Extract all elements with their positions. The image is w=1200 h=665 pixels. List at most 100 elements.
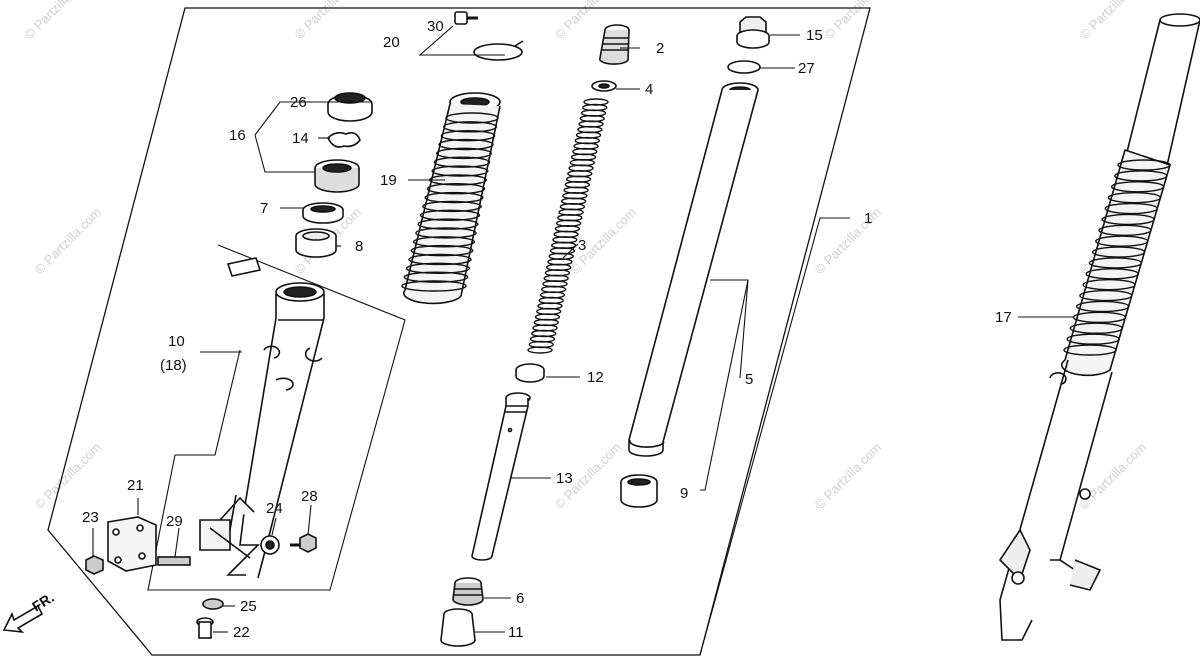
clamp-band-20-icon bbox=[473, 40, 524, 61]
callout-10: 10 bbox=[168, 333, 185, 350]
callout-12: 12 bbox=[587, 369, 604, 386]
callout-6: 6 bbox=[516, 590, 524, 607]
boot-rib bbox=[419, 209, 481, 221]
boot-rib bbox=[1069, 322, 1124, 334]
boot-rib bbox=[1088, 257, 1143, 269]
spring-stopper-2-icon bbox=[598, 24, 630, 65]
leader-lines bbox=[92, 25, 1073, 656]
boot-rib bbox=[410, 244, 474, 257]
stopper-clip-14-icon bbox=[327, 131, 361, 148]
callout-16: 16 bbox=[229, 127, 246, 144]
watermark: © Partzilla.com bbox=[32, 205, 105, 278]
fork-cap-bolt-15-icon bbox=[736, 16, 770, 49]
drain-bolt-28-icon bbox=[290, 533, 317, 553]
callout-5: 5 bbox=[745, 371, 753, 388]
watermark: © Partzilla.com bbox=[812, 205, 885, 278]
boot-rib bbox=[436, 147, 492, 160]
fork-spring-3-icon bbox=[527, 98, 609, 354]
boot-rib bbox=[1066, 333, 1120, 345]
boot-rib bbox=[1063, 344, 1117, 356]
callout-22: 22 bbox=[233, 624, 250, 641]
fork-slider-10-icon bbox=[199, 282, 325, 579]
callout-9: 9 bbox=[680, 485, 688, 502]
callout-13: 13 bbox=[556, 470, 573, 487]
callout-7: 7 bbox=[260, 200, 268, 217]
front-direction-arrow-icon bbox=[2, 604, 44, 634]
nut-23-icon bbox=[85, 555, 104, 575]
callout-17: 17 bbox=[995, 309, 1012, 326]
parts bbox=[2, 11, 1200, 647]
boot-rib bbox=[445, 112, 499, 124]
assembled-fork-17-icon bbox=[998, 13, 1200, 641]
watermark: © Partzilla.com bbox=[22, 0, 95, 42]
boot-rib bbox=[433, 156, 491, 168]
subassembly-frame bbox=[147, 244, 406, 591]
fork-tube-5-icon bbox=[628, 82, 759, 457]
callout-29: 29 bbox=[166, 513, 183, 530]
oil-seal-26-icon bbox=[327, 92, 373, 122]
boot-rib bbox=[424, 191, 484, 204]
slider-bushing-9-icon bbox=[620, 474, 658, 508]
watermark: © Partzilla.com bbox=[32, 440, 105, 513]
callout-19: 19 bbox=[380, 172, 397, 189]
callout-18: (18) bbox=[160, 357, 187, 374]
callout-28: 28 bbox=[301, 488, 318, 505]
callout-21: 21 bbox=[127, 477, 144, 494]
watermark: © Partzilla.com bbox=[822, 0, 895, 42]
oil-lock-piece-11-icon bbox=[440, 608, 476, 647]
boot-rib bbox=[1085, 268, 1139, 280]
socket-bolt-22-icon bbox=[196, 617, 214, 639]
washer-24-icon bbox=[260, 535, 280, 555]
boot-rib bbox=[438, 138, 494, 151]
boot-rib bbox=[442, 121, 498, 133]
boot-rib bbox=[405, 262, 471, 275]
boot-rib bbox=[1076, 300, 1130, 313]
axle-holder-21-icon bbox=[107, 516, 157, 572]
callout-14: 14 bbox=[292, 130, 309, 147]
piston-ring-12-icon bbox=[515, 363, 545, 383]
boot-rib bbox=[1095, 235, 1149, 247]
boot-rib bbox=[1091, 246, 1146, 258]
o-ring-27-icon bbox=[727, 60, 761, 74]
callout-1: 1 bbox=[864, 210, 872, 227]
boot-rib bbox=[412, 236, 476, 248]
bushing-8-icon bbox=[295, 228, 337, 258]
boot-rib bbox=[403, 271, 469, 283]
washer-7-icon bbox=[302, 202, 344, 224]
callout-3: 3 bbox=[578, 237, 586, 254]
boot-rib bbox=[417, 218, 479, 230]
assembly-frame bbox=[47, 7, 871, 656]
watermark: © Partzilla.com bbox=[1077, 0, 1150, 42]
callout-26: 26 bbox=[290, 94, 307, 111]
boot-rib bbox=[1098, 224, 1152, 236]
callout-25: 25 bbox=[240, 598, 257, 615]
boot-rib bbox=[1079, 289, 1133, 302]
callout-27: 27 bbox=[798, 60, 815, 77]
watermark: © Partzilla.com bbox=[1077, 440, 1150, 513]
watermark-layer: © Partzilla.com © Partzilla.com © Partzi… bbox=[22, 0, 1150, 512]
bolt-30-icon bbox=[454, 11, 478, 25]
boot-rib bbox=[431, 165, 489, 177]
boot-rib bbox=[426, 183, 486, 195]
callout-11: 11 bbox=[508, 624, 524, 641]
boot-rib bbox=[1117, 159, 1171, 171]
boot-rib bbox=[401, 280, 467, 292]
callout-8: 8 bbox=[355, 238, 363, 255]
rebound-spring-6-icon bbox=[452, 577, 484, 606]
boot-rib bbox=[1107, 191, 1162, 204]
boot-rib bbox=[1082, 279, 1136, 291]
callout-4: 4 bbox=[645, 81, 653, 98]
callout-15: 15 bbox=[806, 27, 823, 44]
boot-rib bbox=[1110, 181, 1165, 193]
damper-rod-13-icon bbox=[471, 392, 531, 561]
boot-rib bbox=[408, 253, 472, 266]
spring-coil bbox=[527, 346, 553, 354]
dust-boot-19-icon bbox=[401, 92, 501, 305]
callout-labels: 30 20 2 4 15 27 1 26 16 14 7 8 19 3 5 9 … bbox=[29, 18, 1012, 641]
boot-rib bbox=[1101, 213, 1155, 226]
washer-4-icon bbox=[591, 80, 617, 92]
label-plate-icon bbox=[226, 257, 262, 277]
watermark: © Partzilla.com bbox=[812, 440, 885, 513]
callout-20: 20 bbox=[383, 34, 400, 51]
